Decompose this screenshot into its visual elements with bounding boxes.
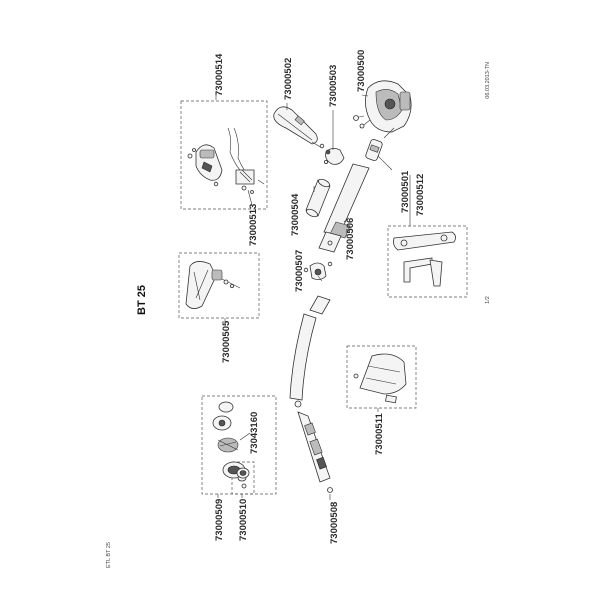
part-label-73000512: 73000512 bbox=[415, 174, 426, 216]
spool-cover bbox=[236, 467, 250, 489]
part-label-73000507: 73000507 bbox=[294, 250, 305, 292]
shoulder-strap bbox=[273, 106, 323, 149]
part-label-73000504: 73000504 bbox=[290, 193, 301, 236]
part-label-73000509: 73000509 bbox=[214, 499, 225, 541]
box-front-handle bbox=[178, 252, 260, 319]
box-handle-throttle bbox=[180, 100, 268, 210]
engine-unit bbox=[353, 80, 412, 139]
part-label-73000513: 73000513 bbox=[248, 204, 259, 246]
doc-code: ETL BT 25 bbox=[106, 542, 112, 568]
part-label-73000501: 73000501 bbox=[400, 170, 411, 213]
model-title: BT 25 bbox=[136, 285, 148, 315]
box-cutting-head bbox=[201, 395, 277, 495]
part-label-73000505: 73000505 bbox=[221, 320, 232, 363]
part-label-73000510: 73000510 bbox=[238, 499, 249, 541]
part-label-73000508: 73000508 bbox=[329, 502, 340, 544]
tool-kit bbox=[393, 231, 456, 287]
front-loop-handle bbox=[185, 261, 241, 309]
part-label-73000514: 73000514 bbox=[214, 53, 225, 96]
leader-lines bbox=[215, 94, 411, 500]
lower-drive-tube bbox=[289, 295, 333, 493]
part-label-73000500: 73000500 bbox=[356, 50, 367, 92]
part-label-73000502: 73000502 bbox=[283, 58, 294, 100]
box-guard bbox=[346, 345, 417, 409]
page-number: 1/2 bbox=[485, 296, 491, 304]
part-label-73043160: 73043160 bbox=[249, 412, 260, 454]
date-code: 06.03.2013-TN bbox=[485, 62, 491, 99]
part-label-73000506: 73000506 bbox=[345, 218, 356, 260]
part-label-73000503: 73000503 bbox=[328, 65, 339, 107]
tube-clamp bbox=[303, 261, 333, 280]
throttle-handle bbox=[187, 127, 265, 194]
handle-grip-tube bbox=[305, 178, 331, 218]
strap-clip bbox=[319, 143, 345, 165]
part-label-73000511: 73000511 bbox=[374, 413, 385, 455]
drive-coupling bbox=[365, 138, 383, 162]
grass-guard bbox=[353, 353, 407, 404]
upper-drive-tube bbox=[318, 163, 370, 253]
